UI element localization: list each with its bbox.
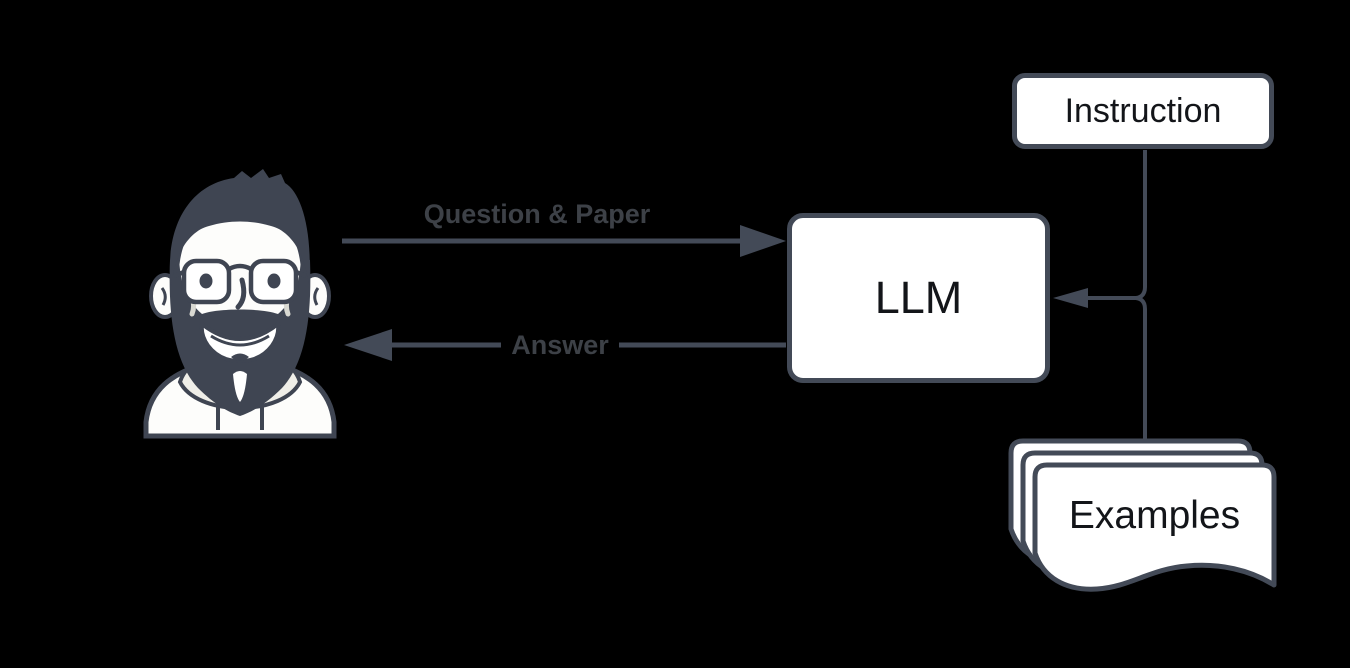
context-arrow	[1053, 150, 1147, 441]
instruction-node: Instruction	[1012, 73, 1274, 149]
instruction-node-label: Instruction	[1064, 91, 1222, 130]
answer-edge-label: Answer	[440, 327, 680, 363]
question-arrow	[342, 225, 786, 257]
examples-node-label: Examples	[1068, 494, 1241, 537]
question-edge-label: Question & Paper	[423, 198, 651, 229]
llm-node-label: LLM	[874, 272, 963, 323]
llm-node: LLM	[787, 213, 1050, 383]
